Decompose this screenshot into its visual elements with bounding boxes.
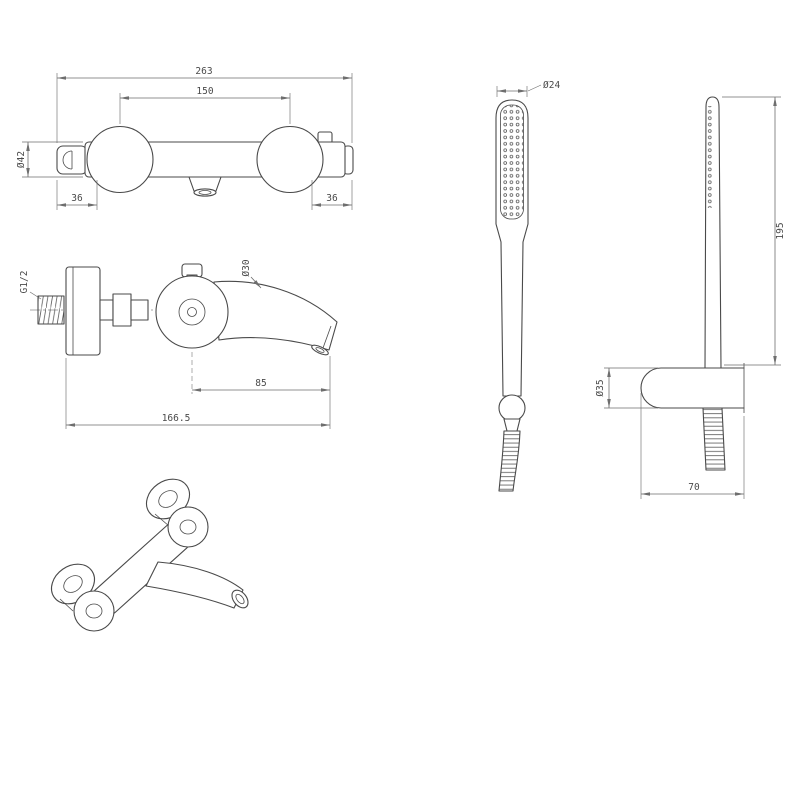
right-handle-knob — [256, 125, 324, 194]
dim-holder-diameter-label: Ø35 — [595, 379, 606, 396]
iso-spout-mouth — [231, 589, 249, 609]
iso-lower-knob — [73, 590, 115, 632]
dim-holder-length-label: 70 — [688, 482, 700, 493]
handshower-side-dimensions: 195 Ø35 70 — [595, 96, 786, 499]
dim-wand-length-label: 195 — [775, 222, 786, 239]
ball-joint — [498, 394, 526, 422]
bath-spout — [213, 280, 338, 351]
left-bracket-detail — [62, 150, 73, 170]
shower-hose-side — [703, 408, 725, 470]
iso-upper-knob — [167, 506, 209, 548]
front-view-dimensions: 263 150 Ø42 36 36 — [16, 66, 353, 210]
side-view-fixture — [37, 263, 338, 356]
dim-overall-width-label: 263 — [195, 66, 212, 77]
connector-nut-2 — [112, 293, 132, 327]
aerator — [193, 188, 217, 197]
iso-spout — [145, 561, 244, 609]
left-handle-knob — [86, 125, 154, 194]
diverter-button — [317, 131, 333, 144]
dim-handle-centers-label: 150 — [196, 86, 213, 97]
handshower-front-view: Ø24 — [495, 80, 560, 492]
hose-nut — [503, 418, 521, 432]
isometric-view-drawing — [50, 478, 249, 632]
handshower-side-fixture — [640, 96, 745, 471]
dim-right-end-label: 36 — [326, 193, 338, 204]
dim-total-projection-label: 166.5 — [162, 413, 191, 424]
handshower-side-view: 195 Ø35 70 — [595, 96, 786, 499]
connector-nut-3 — [130, 299, 149, 321]
wall-flange — [65, 266, 101, 356]
spray-face-edge — [707, 106, 714, 208]
front-view-drawing: 263 150 Ø42 36 36 — [16, 66, 354, 210]
threaded-tail — [38, 296, 64, 324]
side-view-drawing: G1/2 Ø30 85 166.5 — [19, 259, 338, 429]
spray-face — [500, 105, 524, 219]
dim-spout-projection-label: 85 — [255, 378, 266, 389]
dim-spout-diameter-label: Ø30 — [241, 259, 252, 276]
side-view-dimensions: G1/2 Ø30 85 166.5 — [19, 259, 331, 429]
thread-size-label: G1/2 — [19, 271, 30, 294]
center-outlet — [188, 176, 222, 192]
handshower-front-fixture — [495, 99, 529, 492]
dim-left-end-label: 36 — [71, 193, 83, 204]
front-view-fixture — [56, 125, 354, 197]
wall-holder — [640, 367, 745, 409]
handshower-front-dimensions: Ø24 — [496, 80, 560, 97]
connector-nut-1 — [99, 299, 114, 321]
dim-head-diameter-label: Ø24 — [543, 80, 560, 91]
valve-body — [155, 275, 229, 349]
dim-body-diameter-label: Ø42 — [16, 151, 27, 168]
